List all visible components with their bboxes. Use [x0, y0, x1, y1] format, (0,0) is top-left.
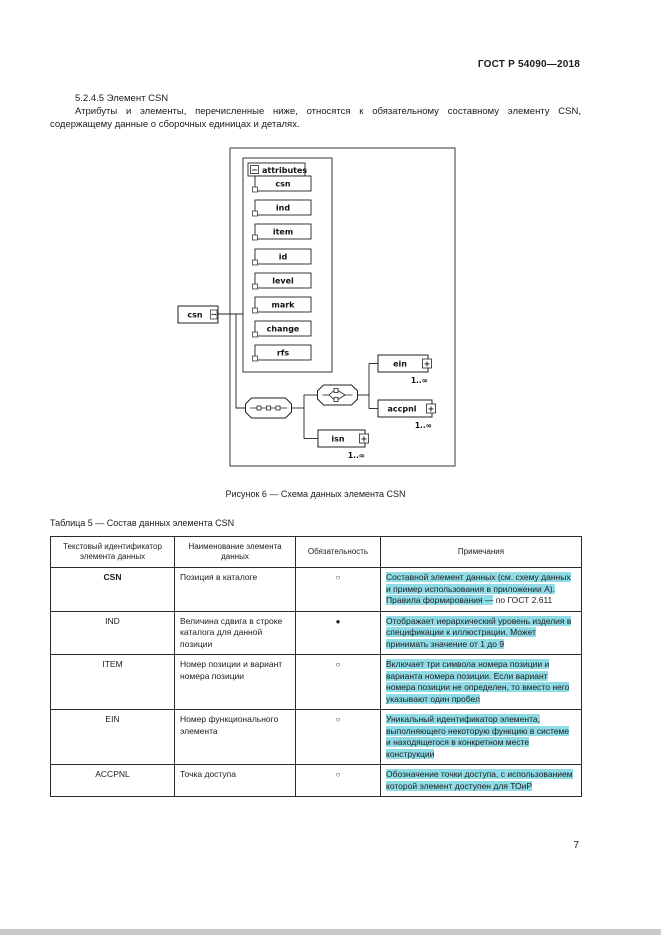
collapse-glyph: −	[251, 165, 258, 174]
choice-compositor-icon	[317, 384, 358, 406]
attribute-box-rfs: rfs	[252, 344, 312, 362]
section-paragraph: Атрибуты и элементы, перечисленные ниже,…	[50, 106, 581, 130]
attribute-box-id: id	[252, 248, 312, 266]
cell-notes: Составной элемент данных (см. схему данн…	[380, 567, 582, 612]
cell-name: Позиция в каталоге	[174, 567, 296, 612]
attribute-box-mark: mark	[252, 296, 312, 314]
col-header-notes: Примечания	[380, 536, 582, 568]
expand-glyph: +	[361, 434, 368, 443]
table-row-item: ITEM Номер позиции и вариант номера пози…	[50, 654, 582, 710]
expand-button	[422, 358, 432, 369]
svg-text:item: item	[273, 228, 293, 237]
cell-required: ○	[295, 654, 381, 710]
col-header-name: Наименование элемента данных	[174, 536, 296, 568]
cell-required: ○	[295, 764, 381, 797]
attributes-group: − attributes csn ind item id	[242, 157, 333, 373]
cardinality-label: 1..∞	[415, 421, 432, 430]
cell-notes: Включает три символа номера позиции и ва…	[380, 654, 582, 710]
cell-identifier: ITEM	[50, 654, 175, 710]
element-accpnl: accpnl + 1..∞	[377, 399, 436, 430]
root-element-csn: csn	[177, 305, 219, 324]
highlighted-note-text: Включает три символа номера позиции и ва…	[386, 659, 570, 704]
svg-text:change: change	[267, 325, 300, 334]
cardinality-label: 1..∞	[411, 376, 428, 385]
highlighted-note-text: Отображает иерархический уровень изделия…	[386, 615, 572, 649]
table-row-csn: CSN Позиция в каталоге ○ Составной элеме…	[50, 567, 582, 612]
cell-name: Номер позиции и вариант номера позиции	[174, 654, 296, 710]
svg-text:csn: csn	[187, 311, 203, 320]
cell-identifier: ACCPNL	[50, 764, 175, 797]
element-isn: isn + 1..∞	[317, 429, 369, 460]
table-row-accpnl: ACCPNL Точка доступа ○ Обозначение точки…	[50, 764, 582, 797]
diagram-outer-frame	[229, 147, 456, 467]
highlighted-note-text: Уникальный идентификатор элемента, выпол…	[386, 714, 570, 759]
content-model-dots	[211, 313, 217, 316]
standard-number-header: ГОСТ Р 54090—2018	[477, 59, 580, 70]
attribute-box-change: change	[252, 320, 312, 338]
cell-notes: Отображает иерархический уровень изделия…	[380, 610, 582, 655]
table-row-ein: EIN Номер функционального элемента ○ Уни…	[50, 709, 582, 765]
highlighted-note-text: Обозначение точки доступа, с использован…	[386, 769, 573, 791]
cell-identifier: EIN	[50, 709, 175, 765]
svg-text:csn: csn	[275, 180, 291, 189]
svg-text:rfs: rfs	[277, 349, 289, 358]
cell-required: ●	[295, 610, 381, 655]
attribute-box-item: item	[252, 223, 312, 241]
page-bottom-edge	[0, 929, 661, 935]
table-row-ind: IND Величина сдвига в строке каталога дл…	[50, 610, 582, 655]
collapse-button	[250, 165, 259, 174]
cell-name: Номер функционального элемента	[174, 709, 296, 765]
svg-text:ein: ein	[393, 360, 407, 369]
cell-required: ○	[295, 709, 381, 765]
cell-identifier: CSN	[50, 567, 175, 612]
csn-schema-diagram: − attributes csn ind item id	[177, 147, 456, 467]
page-number: 7	[573, 840, 579, 851]
expand-glyph: +	[428, 404, 435, 413]
element-ein: ein + 1..∞	[377, 354, 432, 385]
section-heading: 5.2.4.5 Элемент CSN	[75, 93, 169, 104]
cell-notes: Уникальный идентификатор элемента, выпол…	[380, 709, 582, 765]
svg-text:mark: mark	[272, 301, 296, 310]
expand-button	[359, 433, 369, 444]
expand-button	[426, 403, 436, 414]
expand-glyph: +	[424, 359, 431, 368]
cardinality-label: 1..∞	[348, 451, 365, 460]
attribute-box-ind: ind	[252, 199, 312, 217]
attribute-box-level: level	[252, 272, 312, 290]
svg-text:id: id	[279, 253, 288, 262]
cell-name: Величина сдвига в строке каталога для да…	[174, 610, 296, 655]
connector-lines	[218, 313, 378, 439]
section-text: 5.2.4.5 Элемент CSN Атрибуты и элементы,…	[50, 92, 581, 131]
attributes-title: attributes	[262, 166, 307, 175]
cell-notes: Обозначение точки доступа, с использован…	[380, 764, 582, 797]
cell-name: Точка доступа	[174, 764, 296, 797]
cell-identifier: IND	[50, 610, 175, 655]
table-header-row: Текстовый идентификатор элемента данных …	[50, 536, 582, 568]
svg-text:level: level	[272, 277, 294, 286]
col-header-identifier: Текстовый идентификатор элемента данных	[50, 536, 175, 568]
svg-text:ind: ind	[276, 204, 290, 213]
figure-caption: Рисунок 6 — Схема данных элемента CSN	[225, 489, 406, 499]
col-header-required: Обязательность	[295, 536, 381, 568]
element-data-table: Текстовый идентификатор элемента данных …	[50, 536, 582, 797]
table-title: Таблица 5 — Состав данных элемента CSN	[50, 518, 235, 528]
attribute-box-csn: csn	[252, 175, 312, 193]
sequence-compositor-icon	[245, 397, 292, 419]
svg-text:accpnl: accpnl	[387, 405, 416, 414]
plain-note-text: по ГОСТ 2.611	[493, 595, 553, 605]
svg-text:isn: isn	[331, 435, 345, 444]
cell-required: ○	[295, 567, 381, 612]
